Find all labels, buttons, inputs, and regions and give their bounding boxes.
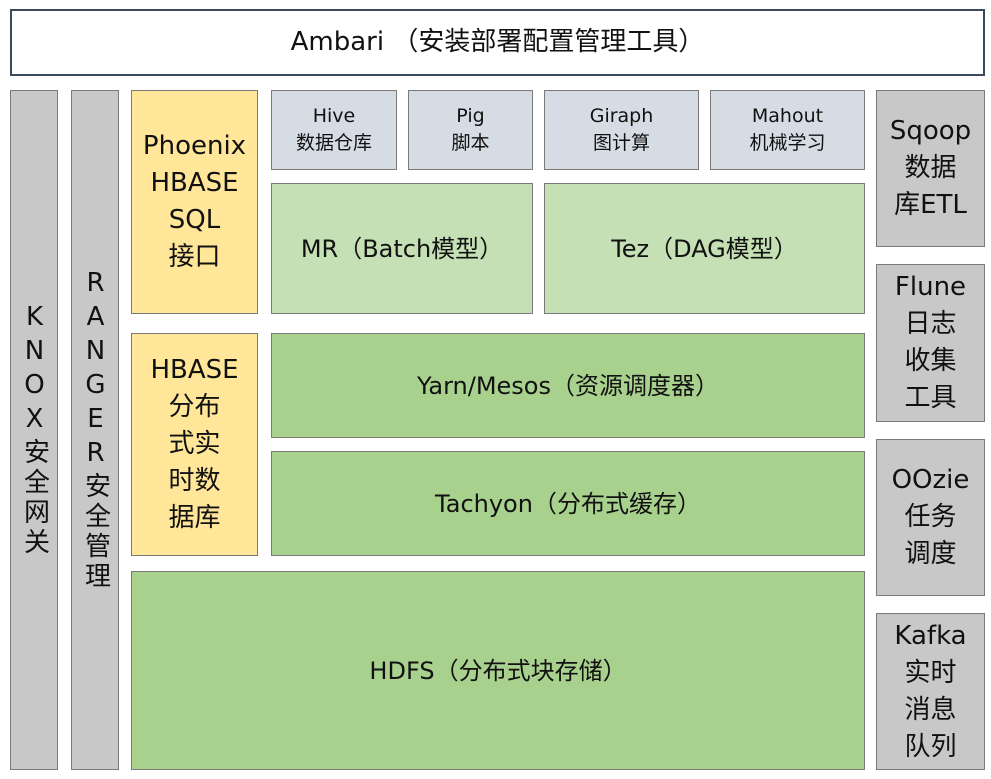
- ambari-label: Ambari （安装部署配置管理工具）: [290, 27, 705, 57]
- giraph-box: Giraph 图计算: [544, 90, 699, 170]
- giraph-label: Giraph 图计算: [589, 105, 654, 154]
- ambari-header: Ambari （安装部署配置管理工具）: [10, 9, 985, 76]
- oozie-box: OOzie 任务 调度: [876, 439, 985, 596]
- knox-label: KNOX安全网关: [19, 302, 50, 558]
- hbase-box: HBASE 分布 式实 时数 据库: [131, 333, 258, 556]
- hbase-label: HBASE 分布 式实 时数 据库: [150, 355, 239, 533]
- hive-label: Hive 数据仓库: [295, 105, 372, 154]
- kafka-label: Kafka 实时 消息 队列: [894, 620, 967, 762]
- sqoop-box: Sqoop 数据 库ETL: [876, 90, 985, 247]
- ranger-security: RANGER安全管理: [71, 90, 119, 770]
- tachyon-box: Tachyon（分布式缓存）: [271, 451, 865, 556]
- pig-box: Pig 脚本: [408, 90, 533, 170]
- ranger-label: RANGER安全管理: [80, 268, 111, 592]
- kafka-box: Kafka 实时 消息 队列: [876, 613, 985, 770]
- mahout-label: Mahout 机械学习: [749, 105, 826, 154]
- hdfs-box: HDFS（分布式块存储）: [131, 571, 865, 770]
- tez-label: Tez（DAG模型）: [611, 234, 798, 263]
- oozie-label: OOzie 任务 调度: [891, 465, 970, 569]
- phoenix-label: Phoenix HBASE SQL 接口: [142, 131, 247, 272]
- flume-box: Flune 日志 收集 工具: [876, 264, 985, 422]
- yarn-box: Yarn/Mesos（资源调度器）: [271, 333, 865, 438]
- knox-gateway: KNOX安全网关: [10, 90, 58, 770]
- flume-label: Flune 日志 收集 工具: [894, 272, 967, 413]
- mr-box: MR（Batch模型）: [271, 183, 533, 314]
- pig-label: Pig 脚本: [451, 105, 490, 154]
- hdfs-label: HDFS（分布式块存储）: [369, 656, 627, 685]
- mr-label: MR（Batch模型）: [300, 234, 504, 263]
- tez-box: Tez（DAG模型）: [544, 183, 865, 314]
- yarn-label: Yarn/Mesos（资源调度器）: [417, 371, 719, 400]
- hive-box: Hive 数据仓库: [271, 90, 397, 170]
- mahout-box: Mahout 机械学习: [710, 90, 865, 170]
- sqoop-label: Sqoop 数据 库ETL: [889, 116, 972, 220]
- phoenix-box: Phoenix HBASE SQL 接口: [131, 90, 258, 314]
- tachyon-label: Tachyon（分布式缓存）: [435, 489, 701, 518]
